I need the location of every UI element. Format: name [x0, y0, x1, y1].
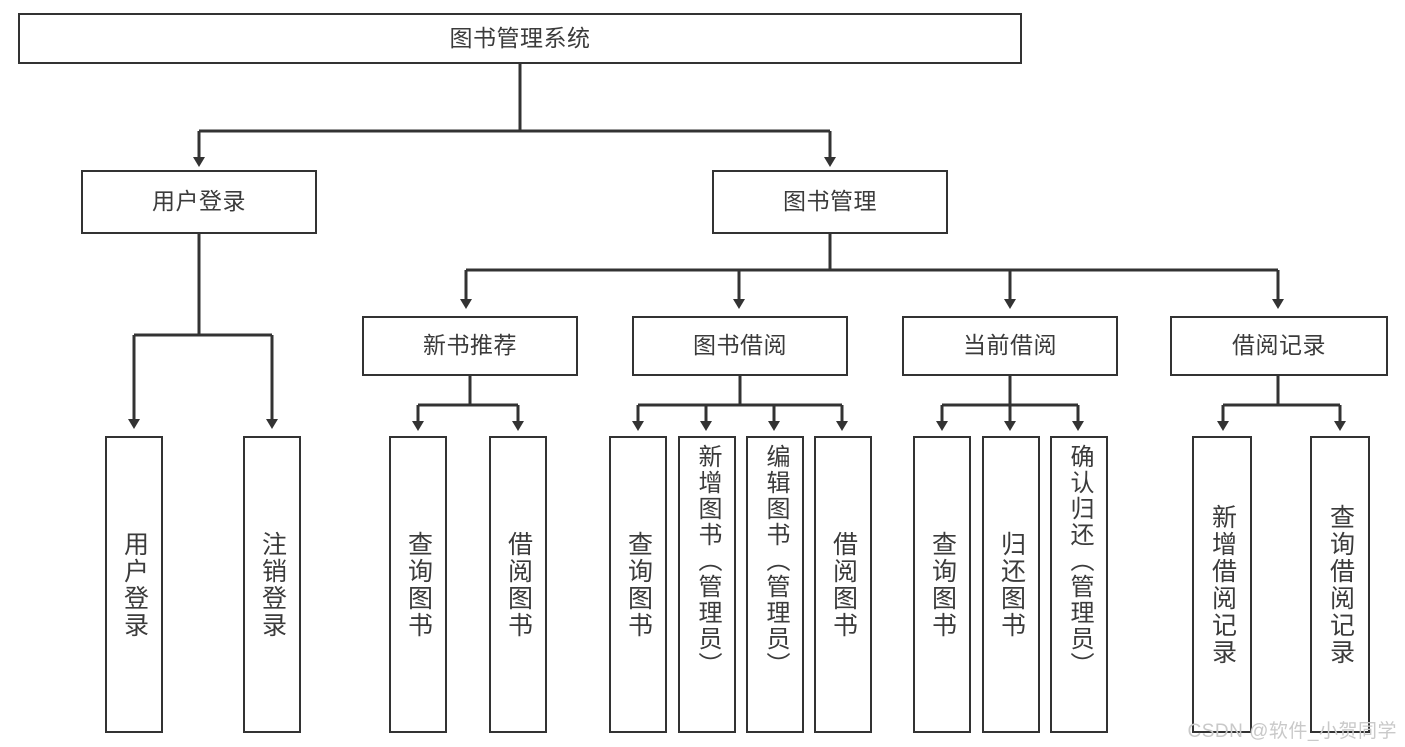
node-label: 新增借阅记录 [1208, 503, 1237, 666]
node-label: 查询借阅记录 [1326, 503, 1355, 666]
node-label: 归还图书 [997, 530, 1026, 639]
leaf-query-book-recommend[interactable]: 查询图书 [389, 436, 447, 733]
node-book-management[interactable]: 图书管理 [712, 170, 948, 234]
csdn-watermark: CSDN @软件_小贺同学 [1187, 721, 1397, 742]
node-label: 图书管理 [783, 188, 877, 215]
node-label: 借阅图书 [504, 530, 533, 639]
node-label: 查询图书 [624, 530, 653, 639]
leaf-confirm-return-admin[interactable]: 确认归还（管理员） [1050, 436, 1108, 733]
node-label: 借阅记录 [1232, 332, 1326, 359]
node-label: 确认归还（管理员） [1066, 444, 1093, 678]
node-label: 当前借阅 [963, 332, 1057, 359]
node-label: 查询图书 [928, 530, 957, 639]
node-label: 用户登录 [120, 530, 149, 639]
node-borrow-record[interactable]: 借阅记录 [1170, 316, 1388, 376]
leaf-query-book-current[interactable]: 查询图书 [913, 436, 971, 733]
node-label: 借阅图书 [829, 530, 858, 639]
node-label: 图书借阅 [693, 332, 787, 359]
leaf-logout[interactable]: 注销登录 [243, 436, 301, 733]
node-label: 新书推荐 [423, 332, 517, 359]
leaf-query-book-borrow[interactable]: 查询图书 [609, 436, 667, 733]
leaf-borrow-book[interactable]: 借阅图书 [814, 436, 872, 733]
node-label: 注销登录 [258, 530, 287, 639]
node-label: 图书管理系统 [449, 24, 591, 51]
node-root-book-management-system[interactable]: 图书管理系统 [18, 13, 1022, 64]
node-label: 用户登录 [152, 188, 246, 215]
leaf-add-borrow-record[interactable]: 新增借阅记录 [1192, 436, 1252, 733]
node-label: 新增图书（管理员） [694, 444, 721, 678]
leaf-user-login[interactable]: 用户登录 [105, 436, 163, 733]
node-new-book-recommend[interactable]: 新书推荐 [362, 316, 578, 376]
node-label: 编辑图书（管理员） [762, 444, 789, 678]
node-label: 查询图书 [404, 530, 433, 639]
leaf-edit-book-admin[interactable]: 编辑图书（管理员） [746, 436, 804, 733]
node-book-borrow[interactable]: 图书借阅 [632, 316, 848, 376]
node-user-login[interactable]: 用户登录 [81, 170, 317, 234]
leaf-return-book[interactable]: 归还图书 [982, 436, 1040, 733]
leaf-borrow-book-recommend[interactable]: 借阅图书 [489, 436, 547, 733]
leaf-query-borrow-record[interactable]: 查询借阅记录 [1310, 436, 1370, 733]
leaf-add-book-admin[interactable]: 新增图书（管理员） [678, 436, 736, 733]
node-current-borrow[interactable]: 当前借阅 [902, 316, 1118, 376]
